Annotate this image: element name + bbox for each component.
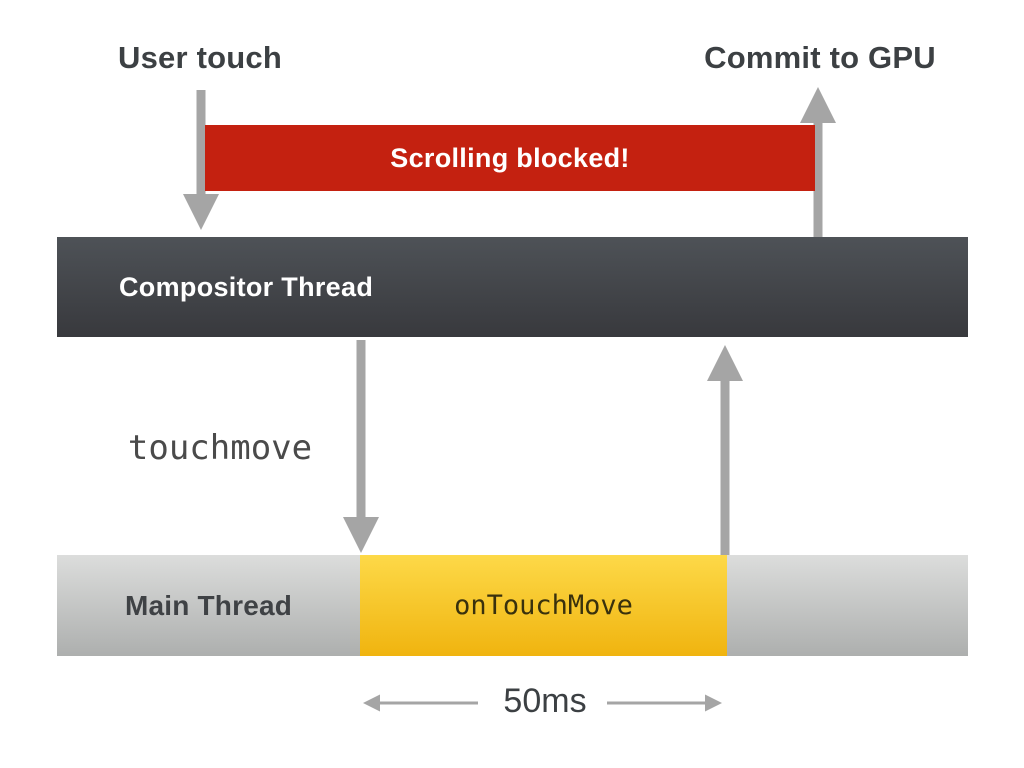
scrolling-blocked-text: Scrolling blocked! bbox=[390, 142, 630, 173]
ontouchmove-label: onTouchMove bbox=[454, 590, 633, 621]
touchmove-dispatch-arrow-down-icon bbox=[343, 340, 379, 553]
handler-return-arrow-up-icon bbox=[707, 345, 743, 555]
touchmove-event-label: touchmove bbox=[127, 428, 313, 468]
compositor-thread-bar: Compositor Thread bbox=[57, 237, 968, 337]
duration-arrow-left-icon bbox=[363, 694, 478, 712]
user-touch-label: User touch bbox=[118, 40, 282, 75]
main-thread-label-wrap: Main Thread bbox=[57, 555, 360, 656]
compositor-thread-label: Compositor Thread bbox=[119, 271, 374, 302]
commit-to-gpu-arrow-up-icon bbox=[800, 87, 836, 237]
user-touch-arrow-down-icon bbox=[183, 90, 219, 230]
duration-arrow-right-icon bbox=[607, 694, 722, 712]
duration-label: 50ms bbox=[503, 682, 587, 720]
commit-to-gpu-label: Commit to GPU bbox=[704, 40, 936, 75]
main-thread-label: Main Thread bbox=[124, 589, 293, 621]
ontouchmove-busy-block: onTouchMove bbox=[360, 555, 727, 656]
scrolling-blocked-banner: Scrolling blocked! bbox=[205, 125, 815, 191]
main-thread-bar: Main Thread onTouchMove bbox=[57, 555, 968, 656]
